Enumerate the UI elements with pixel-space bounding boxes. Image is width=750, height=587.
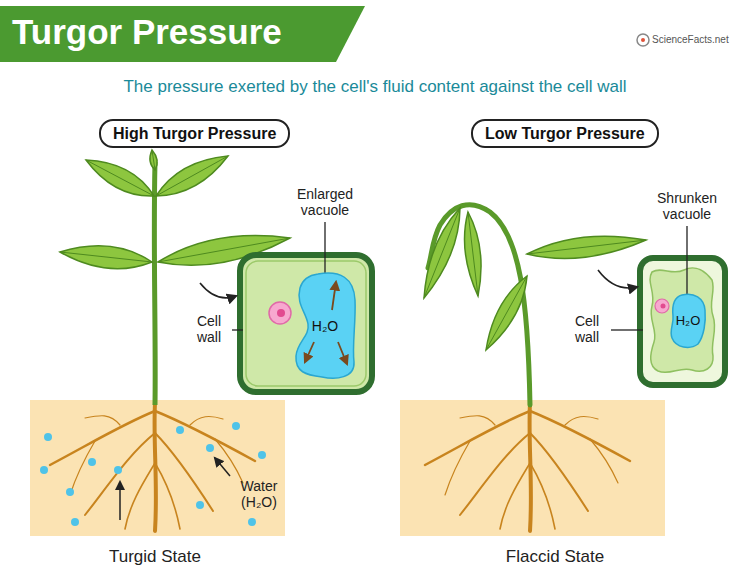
part-label: Shrunken vacuole <box>648 190 726 222</box>
pressure-arrow <box>338 342 347 364</box>
water-drop <box>258 451 266 459</box>
vacuole: H₂O <box>668 292 708 350</box>
leaf-vein <box>156 156 228 196</box>
root <box>215 439 243 483</box>
root <box>445 441 470 495</box>
vacuole-outline <box>296 273 355 378</box>
root <box>125 463 155 529</box>
root <box>530 411 630 461</box>
leaf-vein <box>60 252 152 262</box>
water-arrow <box>119 482 121 520</box>
water-drop <box>232 422 240 430</box>
plant-cell <box>640 258 725 385</box>
water-drop <box>71 518 79 526</box>
vacuole-label: H₂O <box>312 318 338 335</box>
water-arrow <box>215 458 230 476</box>
root <box>590 439 618 483</box>
plant-cell <box>240 255 372 392</box>
root <box>565 417 598 425</box>
root <box>460 433 530 515</box>
title-banner <box>0 6 365 62</box>
leaf-vein <box>152 150 155 170</box>
leaf <box>527 236 646 258</box>
root <box>85 416 120 425</box>
leaf <box>156 156 228 196</box>
leaf <box>424 208 460 298</box>
leaf-vein <box>86 160 154 196</box>
pointer-arrow <box>200 283 236 298</box>
leaf-vein <box>468 212 478 296</box>
part-label: Cell wall <box>188 313 230 345</box>
leaf-vein <box>486 276 527 350</box>
vacuole-label: H₂O <box>676 313 701 329</box>
soil <box>30 400 285 536</box>
root <box>155 411 255 461</box>
root <box>460 416 495 425</box>
title: Turgor Pressure <box>12 12 282 52</box>
logo-icon <box>637 34 649 46</box>
pressure-arrow <box>305 342 314 362</box>
water-drop <box>248 518 256 526</box>
root <box>530 433 588 511</box>
root <box>530 403 531 531</box>
root <box>155 433 213 511</box>
heading-label: Low Turgor Pressure <box>485 124 645 143</box>
leaf-vein <box>527 240 646 254</box>
heading-label: High Turgor Pressure <box>113 124 276 143</box>
water-drop <box>66 488 74 496</box>
leaf <box>150 150 157 170</box>
watermark: ScienceFacts.net <box>652 34 744 46</box>
vacuole: H₂O <box>292 270 358 382</box>
state-label: Flaccid State <box>465 547 645 567</box>
root <box>190 417 223 425</box>
part-label: Enlarged vacuole <box>286 186 364 218</box>
vacuole-outline <box>671 294 705 347</box>
root <box>500 463 530 529</box>
water-drop <box>206 444 214 452</box>
water-drop <box>44 433 52 441</box>
subtitle: The pressure exerted by the cell's fluid… <box>0 77 750 97</box>
water-drop <box>114 466 122 474</box>
heading-box: High Turgor Pressure <box>99 119 290 148</box>
leaf <box>60 246 152 269</box>
stem <box>152 162 158 405</box>
leaf <box>464 212 481 296</box>
water-drop <box>88 458 96 466</box>
leaf <box>86 160 154 196</box>
water-drop <box>176 426 184 434</box>
root <box>425 411 530 465</box>
heading-box: Low Turgor Pressure <box>471 119 659 148</box>
root <box>155 403 156 531</box>
part-label: Cell wall <box>566 313 608 345</box>
water-drop <box>40 466 48 474</box>
leader-lines <box>232 222 687 330</box>
root <box>50 411 155 465</box>
leaf-vein <box>424 208 460 298</box>
leaf <box>486 276 527 350</box>
water-drop <box>196 501 204 509</box>
root <box>530 463 555 529</box>
state-label: Turgid State <box>65 547 245 567</box>
pointer-arrow <box>598 270 637 288</box>
soil <box>400 400 665 536</box>
part-label: Water (H₂O) <box>232 478 286 510</box>
root <box>155 463 180 529</box>
root <box>70 441 95 495</box>
pressure-arrow <box>332 282 336 310</box>
